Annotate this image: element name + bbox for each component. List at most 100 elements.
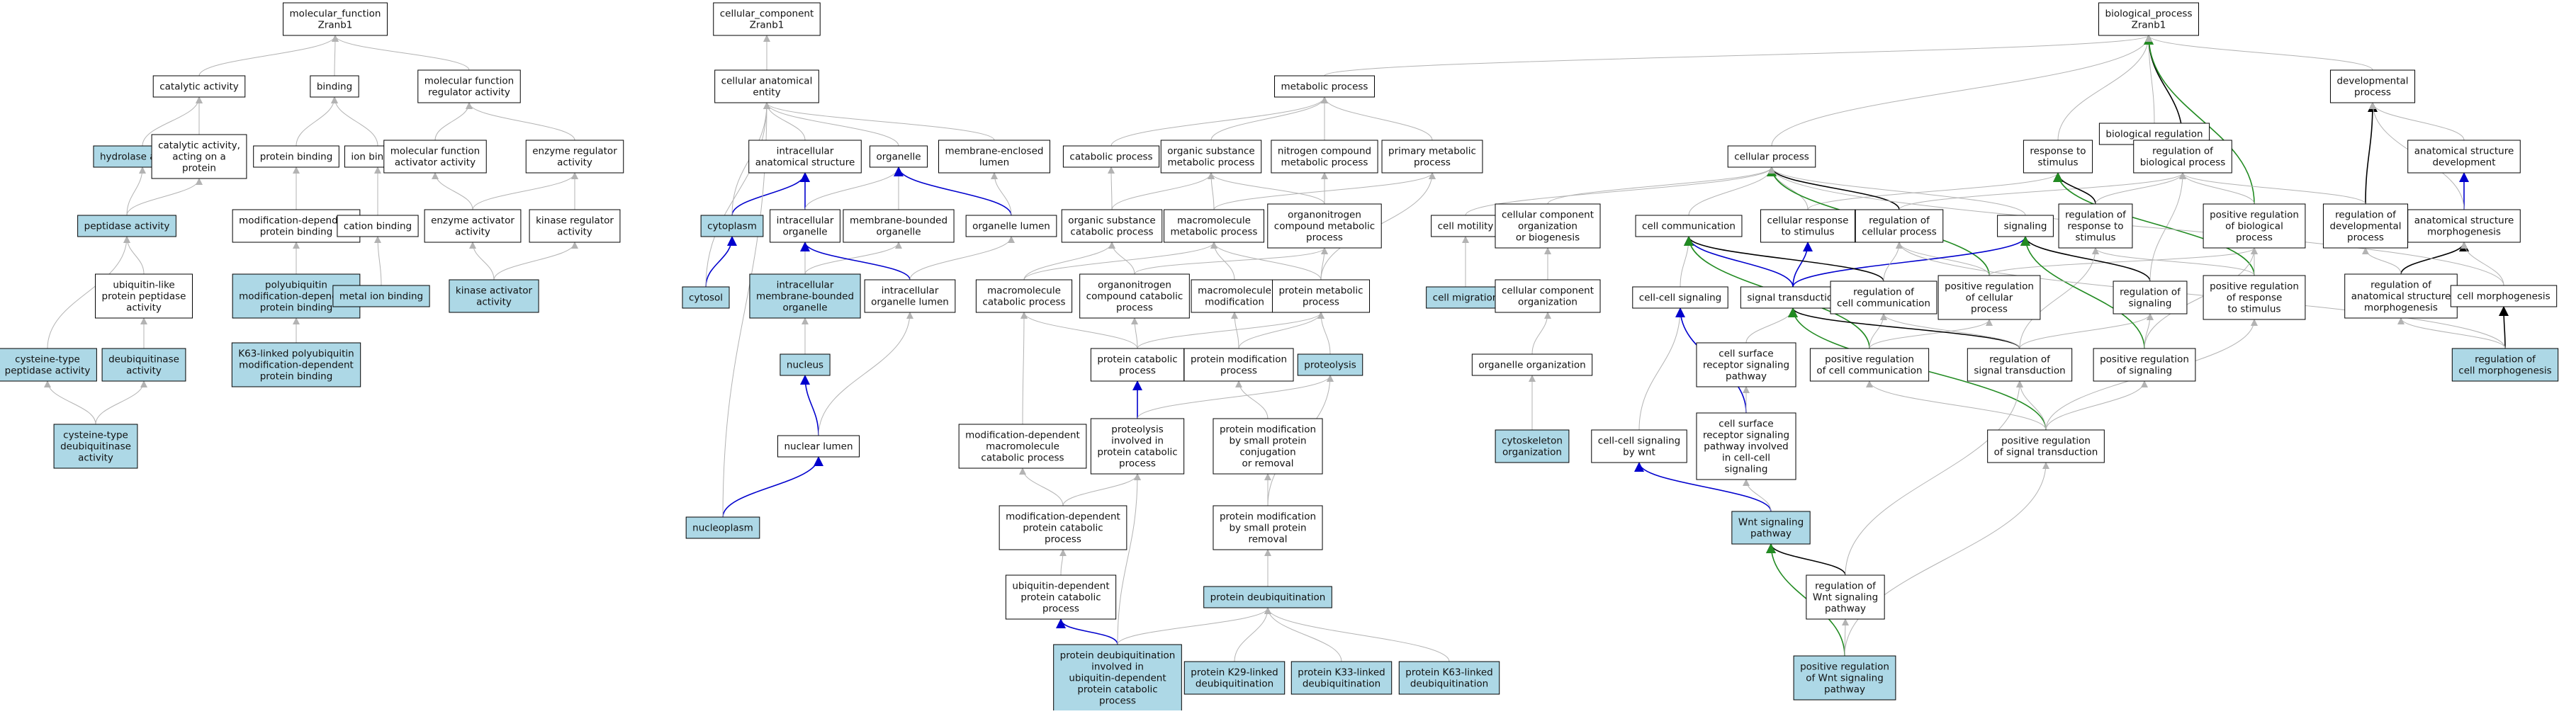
term-box[interactable]: [770, 209, 840, 243]
term-box[interactable]: [2098, 2, 2199, 36]
term-box[interactable]: [777, 435, 860, 458]
term-box[interactable]: [965, 215, 1057, 237]
term-box[interactable]: [748, 140, 862, 174]
go-term-cytoplasm[interactable]: cytoplasm: [700, 215, 764, 237]
term-box[interactable]: [1381, 140, 1483, 174]
term-box[interactable]: [1967, 348, 2073, 382]
term-box[interactable]: [417, 69, 521, 103]
term-box[interactable]: [0, 348, 97, 382]
term-box[interactable]: [1005, 574, 1117, 620]
term-box[interactable]: [101, 348, 186, 382]
go-term-catabolic[interactable]: catabolic process: [1062, 145, 1160, 168]
term-box[interactable]: [2203, 275, 2306, 320]
term-box[interactable]: [1213, 418, 1323, 475]
term-box[interactable]: [938, 140, 1050, 174]
go-term-nuc-lumen[interactable]: nuclear lumen: [777, 435, 860, 458]
term-box[interactable]: [1632, 286, 1728, 309]
term-box[interactable]: [310, 75, 359, 98]
term-box[interactable]: [1271, 140, 1378, 174]
term-box[interactable]: [2023, 140, 2093, 174]
term-box[interactable]: [780, 353, 831, 376]
go-term-nucleus[interactable]: nucleus: [780, 353, 831, 376]
term-box[interactable]: [2133, 140, 2232, 174]
term-box[interactable]: [1183, 348, 1294, 382]
term-box[interactable]: [1090, 348, 1185, 382]
go-term-cell-motility[interactable]: cell motility: [1431, 215, 1500, 237]
term-box[interactable]: [2450, 285, 2558, 307]
go-term-sig-trans[interactable]: signal transduction: [1740, 286, 1846, 309]
go-term-signaling[interactable]: signaling: [1997, 215, 2054, 237]
term-box[interactable]: [283, 2, 388, 36]
go-term-metabolic[interactable]: metabolic process: [1274, 75, 1375, 98]
term-box[interactable]: [1793, 655, 1896, 701]
go-term-cell-comm[interactable]: cell communication: [1635, 215, 1743, 237]
term-box[interactable]: [958, 424, 1087, 469]
term-box[interactable]: [383, 140, 487, 174]
term-box[interactable]: [843, 209, 955, 243]
go-term-cell-migration[interactable]: cell migration: [1426, 286, 1505, 309]
term-box[interactable]: [1727, 145, 1816, 168]
term-box[interactable]: [1053, 644, 1182, 712]
go-term-org-org[interactable]: organelle organization: [1471, 353, 1593, 376]
term-box[interactable]: [152, 75, 246, 98]
term-box[interactable]: [1937, 275, 2041, 320]
term-box[interactable]: [151, 134, 247, 179]
go-term-cell-morph[interactable]: cell morphogenesis: [2450, 285, 2558, 307]
term-box[interactable]: [1495, 279, 1601, 313]
term-box[interactable]: [749, 273, 861, 319]
term-box[interactable]: [1274, 75, 1375, 98]
term-box[interactable]: [1290, 661, 1393, 695]
term-box[interactable]: [2203, 203, 2306, 249]
term-box[interactable]: [1471, 353, 1593, 376]
term-box[interactable]: [1809, 348, 1930, 382]
term-box[interactable]: [1164, 209, 1264, 243]
go-term-cellular-process[interactable]: cellular process: [1727, 145, 1816, 168]
term-box[interactable]: [2329, 69, 2416, 103]
term-box[interactable]: [1426, 286, 1505, 309]
term-box[interactable]: [700, 215, 764, 237]
term-box[interactable]: [332, 285, 430, 307]
go-term-nucleoplasm[interactable]: nucleoplasm: [685, 516, 760, 539]
term-box[interactable]: [2344, 273, 2458, 319]
term-box[interactable]: [1203, 586, 1332, 608]
term-box[interactable]: [1061, 209, 1163, 243]
